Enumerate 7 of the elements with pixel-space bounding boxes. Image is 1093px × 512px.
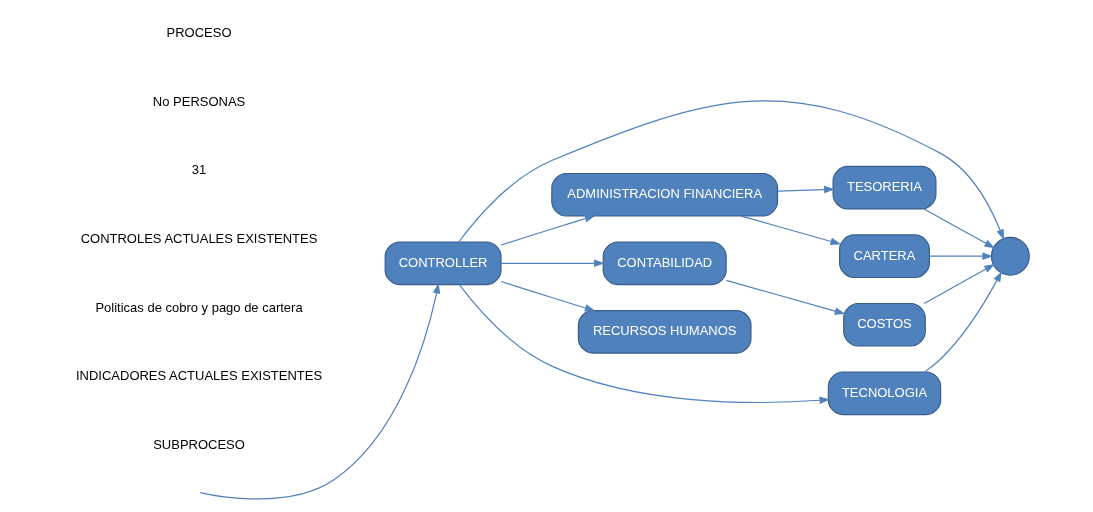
label: 31 <box>191 162 207 178</box>
label: Politicas de cobro y pago de cartera <box>95 299 303 315</box>
label: No PERSONAS <box>152 93 246 109</box>
label: INDICADORES ACTUALES EXISTENTES <box>76 368 323 384</box>
label: CONTROLES ACTUALES EXISTENTES <box>80 230 318 246</box>
label: SUBPROCESO <box>153 436 245 452</box>
label: PROCESO <box>166 25 232 41</box>
